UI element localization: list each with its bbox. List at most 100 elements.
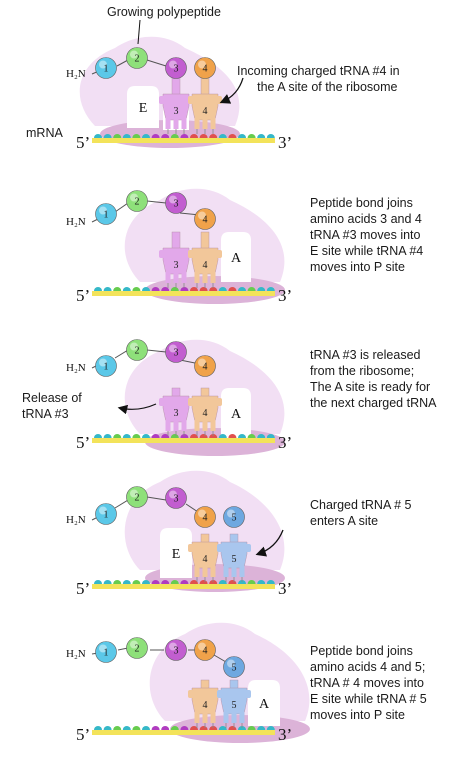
e-site (127, 86, 159, 128)
caption-panel-3: tRNA #3 is released from the ribosome; T… (310, 347, 436, 411)
e-site-label: E (139, 101, 148, 116)
amino-acid-4 (194, 639, 216, 661)
trna-left-arm (188, 690, 194, 698)
amino-acid-highlight (130, 342, 138, 351)
a-site-label: A (231, 407, 242, 422)
mrna-nucleotide (151, 134, 160, 138)
trna-anticodon-base (202, 272, 208, 283)
mrna-nucleotide (94, 580, 102, 584)
trna-anticodon-base (173, 118, 179, 129)
trna-anticodon-base (210, 118, 216, 129)
mrna-nucleotide (257, 287, 266, 291)
amino-acid-3 (165, 341, 187, 363)
mrna-nucleotide (180, 726, 189, 730)
mrna-nucleotide (247, 726, 256, 730)
amino-acid-number: 4 (203, 646, 208, 657)
mrna-nucleotide (103, 134, 112, 138)
caption-line: The A site is ready for (310, 380, 431, 394)
amino-acid-2 (126, 339, 148, 361)
trna-left-arm (188, 250, 194, 258)
a-site (221, 232, 251, 282)
trna-anticodon-base (202, 712, 208, 723)
mrna-nucleotide (113, 726, 122, 730)
mrna-nucleotide (247, 434, 256, 438)
mrna-nucleotide (142, 434, 150, 438)
caption-line: moves into P site (310, 708, 405, 722)
three-prime-label: 3’ (278, 433, 292, 452)
trna-number: 4 (203, 408, 208, 419)
amino-acid-highlight (198, 358, 206, 367)
trna-anticodon-base (194, 566, 200, 577)
mrna-nucleotide (190, 287, 198, 291)
mrna-nucleotide (142, 726, 150, 730)
mrna-nucleotide (113, 134, 122, 138)
trna-number: 5 (232, 554, 237, 565)
peptide-bond (185, 503, 199, 513)
mrna-nucleotide (266, 287, 275, 291)
amino-acid-2 (126, 486, 148, 508)
mrna-nucleotide (151, 287, 160, 291)
five-prime-label: 5’ (76, 725, 90, 744)
enter-arrow (255, 529, 284, 557)
caption-line: amino acids 4 and 5; (310, 660, 426, 674)
incoming-arrow (219, 77, 244, 104)
trna-anticodon-base (223, 712, 229, 723)
mrna-nucleotide (113, 434, 122, 438)
mrna-nucleotide (94, 287, 102, 291)
trna-anticodon-base (165, 420, 171, 431)
trna-anticodon-base (231, 712, 237, 723)
mrna-nucleotide (94, 434, 102, 438)
mrna-nucleotide (257, 580, 266, 584)
trna-left-arm (159, 398, 165, 406)
trna-anticodon-base (202, 118, 208, 129)
amino-acid-highlight (198, 211, 206, 220)
trna-number: 3 (174, 408, 179, 419)
caption-line: Charged tRNA # 5 (310, 498, 412, 512)
mrna-nucleotide (257, 434, 266, 438)
amino-acid-number: 4 (203, 215, 208, 226)
trna-anticodon-base (165, 272, 171, 283)
amino-acid-highlight (99, 506, 107, 515)
mrna-nucleotide (209, 287, 218, 291)
mrna-nucleotide (103, 434, 112, 438)
mrna-nucleotide (180, 287, 189, 291)
amino-acid-highlight (198, 509, 206, 518)
peptide-bond (114, 349, 129, 359)
peptide-bond (146, 349, 167, 353)
caption-panel-2: Peptide bond joins amino acids 3 and 4 t… (310, 195, 423, 275)
amino-acid-5 (223, 506, 245, 528)
amino-acid-1 (95, 503, 117, 525)
caption-line: enters A site (310, 514, 379, 528)
amino-acid-1 (95, 641, 117, 663)
mrna-nucleotide (228, 287, 237, 291)
mrna-nucleotide (170, 726, 179, 730)
mrna-nucleotide (142, 287, 150, 291)
peptide-bond (114, 202, 129, 213)
mrna-nucleotide (238, 134, 246, 138)
peptide-bond (116, 59, 129, 67)
amino-acid-number: 3 (174, 199, 179, 210)
amino-acid-4 (194, 57, 216, 79)
e-site (160, 528, 192, 578)
caption-line: the next charged tRNA (310, 396, 437, 410)
mrna-strand (92, 291, 275, 296)
amino-terminus-label: H₂N (66, 648, 86, 660)
three-prime-label: 3’ (278, 133, 292, 152)
mrna-nucleotide (257, 726, 266, 730)
mrna-nucleotide (218, 726, 227, 730)
mrna-nucleotide (170, 134, 179, 138)
amino-acid-number: 3 (174, 494, 179, 505)
amino-acid-highlight (130, 489, 138, 498)
mrna-nucleotide (190, 134, 198, 138)
mrna-nucleotide (161, 434, 170, 438)
mrna-nucleotide (113, 580, 122, 584)
amino-acid-1 (95, 203, 117, 225)
trna-left-arm (217, 544, 223, 552)
a-site (248, 680, 280, 726)
trna-right-arm (245, 544, 251, 552)
caption-panel-4: Charged tRNA # 5 enters A site (310, 497, 411, 529)
mrna-nucleotide (170, 287, 179, 291)
amino-terminus-label: H₂N (66, 362, 86, 374)
